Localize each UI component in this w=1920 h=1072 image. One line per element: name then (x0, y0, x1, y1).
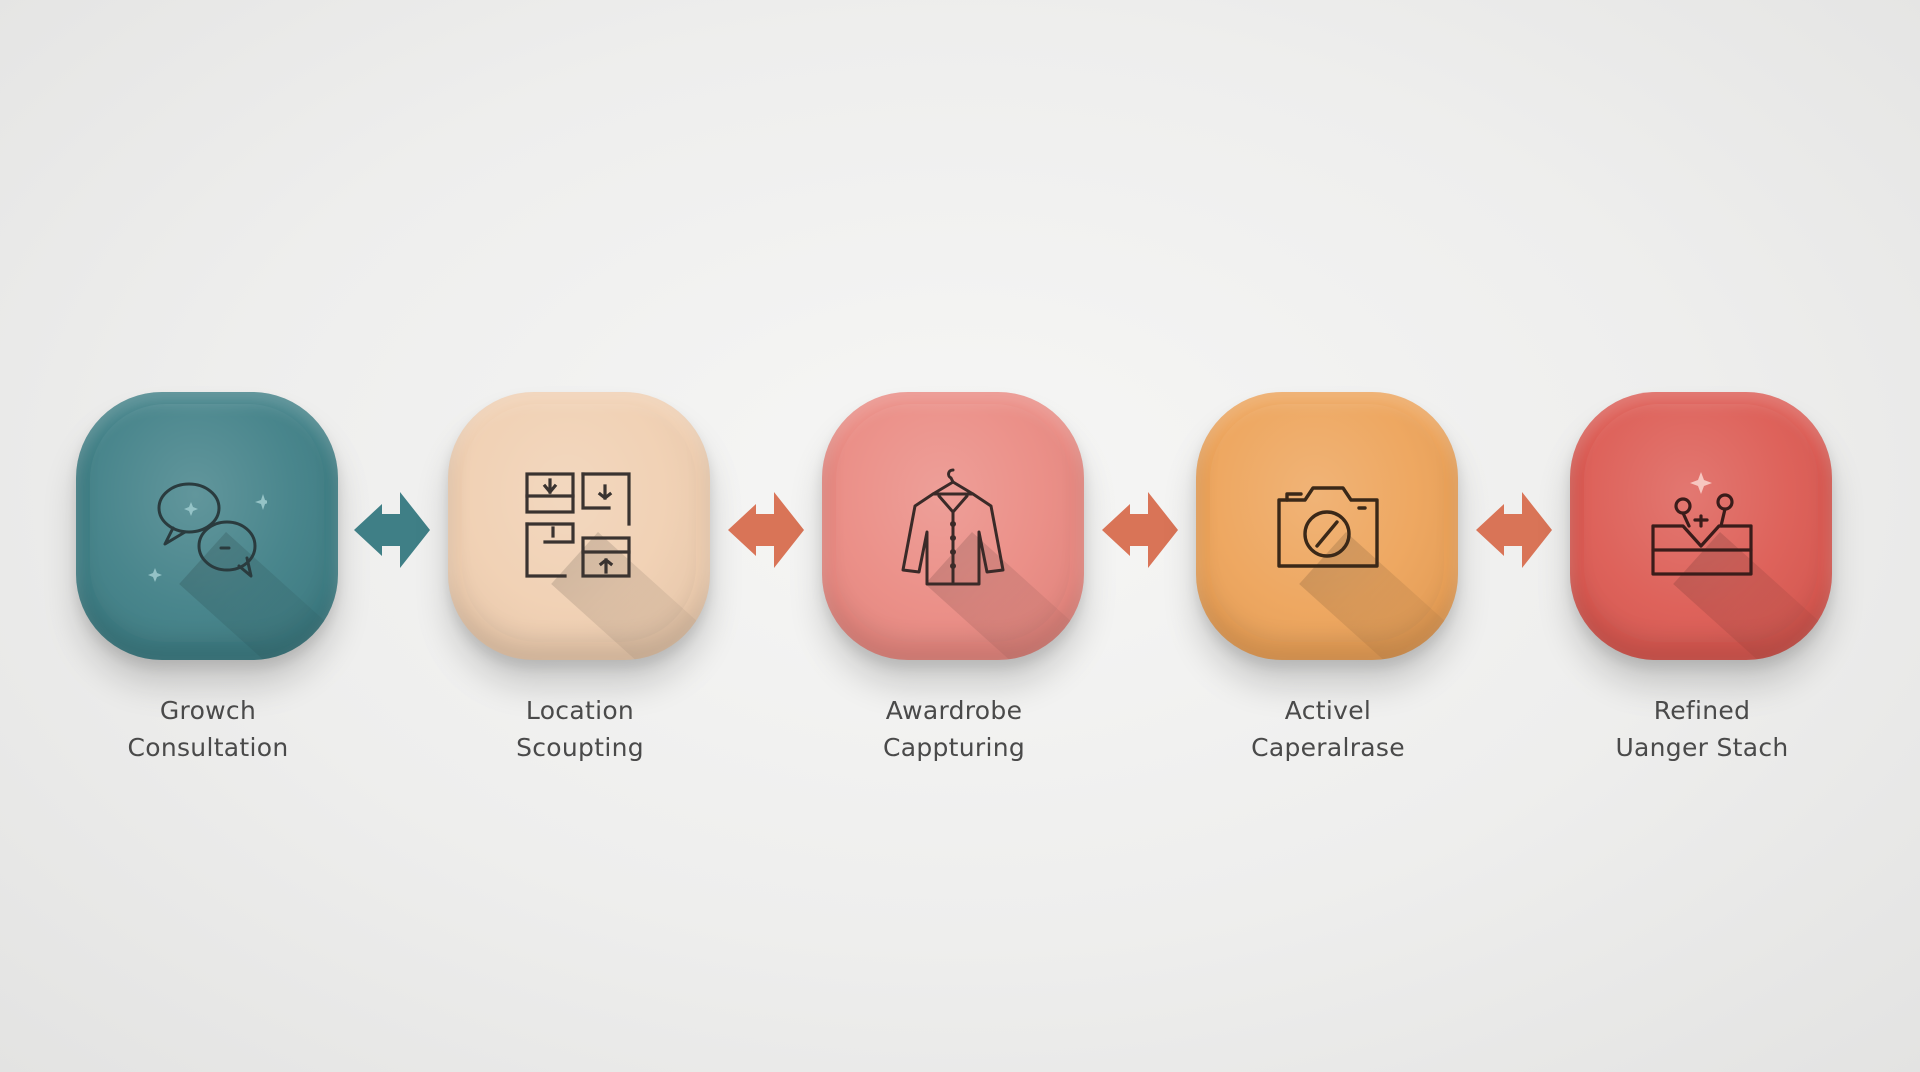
stacked-box-icon (1651, 472, 1753, 576)
step-tile-4[interactable] (1196, 392, 1458, 660)
camera-icon (1277, 486, 1379, 568)
step-label-line2: Caperalrase (1251, 733, 1405, 762)
arrow-right-icon (728, 492, 804, 568)
chat-bubbles-icon (148, 482, 267, 582)
step-tile-3[interactable] (822, 392, 1084, 660)
step-tile-5[interactable] (1570, 392, 1832, 660)
step-label-line1: Location (525, 696, 635, 725)
step-label-line1: Refined (1653, 696, 1751, 725)
step-label-line1: Growch (159, 696, 257, 725)
shirt-on-hanger-icon (901, 468, 1005, 586)
floor-plan-icon (525, 472, 631, 578)
step-label: Location Scoupting (408, 692, 752, 766)
step-label-line1: Awardrobe (885, 696, 1023, 725)
step-label: Growch Consultation (36, 692, 380, 766)
step-label: Refined Uanger Stach (1530, 692, 1874, 766)
step-label: Activel Caperalrase (1156, 692, 1500, 766)
step-tile-2[interactable] (448, 392, 710, 660)
step-label-line2: Uanger Stach (1615, 733, 1789, 762)
step-tile-1[interactable] (76, 392, 338, 660)
arrow-right-icon (354, 492, 430, 568)
step-label-line1: Activel (1284, 696, 1372, 725)
arrow-right-icon (1476, 492, 1552, 568)
step-label-line2: Scoupting (516, 733, 644, 762)
step-label-line2: Consultation (127, 733, 289, 762)
step-label: Awardrobe Cappturing (782, 692, 1126, 766)
step-label-line2: Cappturing (882, 733, 1026, 762)
arrow-right-icon (1102, 492, 1178, 568)
